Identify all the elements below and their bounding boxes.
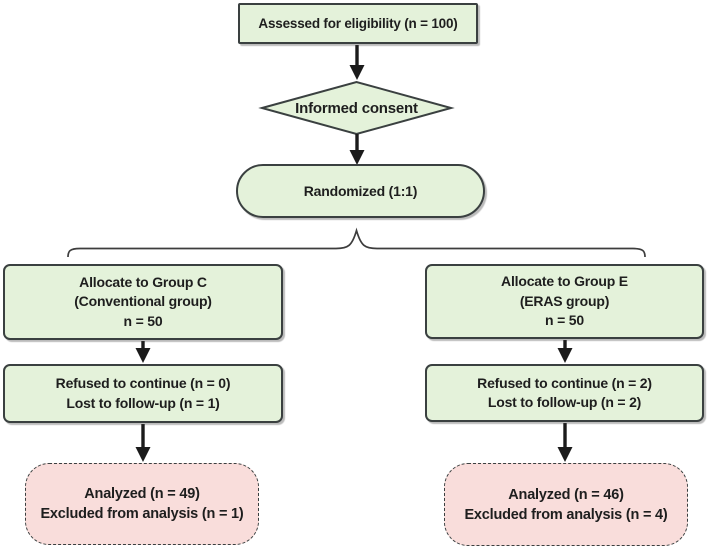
arrow-head-icon (349, 65, 365, 80)
arrow-consent-to-randomized (349, 134, 365, 165)
randomized-pill: Randomized (1:1) (236, 164, 485, 218)
analyzed-e-line2: Excluded from analysis (n = 4) (464, 506, 668, 523)
analyzed-c-line1: Analyzed (n = 49) (84, 486, 200, 502)
dropout-c-line2: Lost to follow-up (n = 1) (66, 394, 220, 411)
dropout-c-line1: Refused to continue (n = 0) (55, 375, 231, 391)
arrow-head-icon (135, 348, 151, 363)
analyzed-c-box: Analyzed (n = 49) Excluded from analysis… (25, 463, 259, 545)
arrow-eligibility-to-consent (349, 45, 365, 80)
analyzed-e-line1: Analyzed (n = 46) (508, 486, 624, 503)
consent-label: Informed consent (295, 99, 418, 117)
dropout-e-box: Refused to continue (n = 2) Lost to foll… (425, 364, 704, 422)
dropout-c-box: Refused to continue (n = 0) Lost to foll… (3, 364, 283, 423)
consent-diamond-shape (258, 80, 455, 136)
group-c-line2: (Conventional group) (74, 293, 212, 310)
dropout-e-line2: Lost to follow-up (n = 2) (487, 394, 642, 410)
eligibility-box: Assessed for eligibility (n = 100) (238, 3, 478, 44)
group-c-line3: n = 50 (123, 312, 163, 329)
group-e-line1: Allocate to Group E (501, 273, 628, 290)
group-c-line1: Allocate to Group C (79, 273, 207, 290)
analyzed-e-box: Analyzed (n = 46) Excluded from analysis… (444, 463, 688, 546)
analyzed-c-line2: Excluded from analysis (n = 1) (40, 506, 244, 522)
arrow-head-icon (349, 150, 365, 165)
randomized-label: Randomized (1:1) (303, 183, 418, 199)
split-brace (67, 227, 646, 258)
arrow-head-icon (135, 447, 151, 462)
arrow-head-icon (557, 447, 573, 462)
group-c-box: Allocate to Group C (Conventional group)… (3, 264, 283, 340)
group-e-line3: n = 50 (545, 312, 584, 329)
arrow-dropoute-to-analyzede (557, 423, 573, 462)
arrow-groupe-to-dropoute (557, 340, 573, 363)
dropout-e-line1: Refused to continue (n = 2) (477, 374, 652, 391)
arrow-groupc-to-dropoutc (135, 341, 151, 363)
group-e-line2: (ERAS group) (519, 292, 610, 309)
eligibility-label: Assessed for eligibility (n = 100) (258, 16, 458, 31)
arrow-head-icon (557, 348, 573, 363)
group-e-box: Allocate to Group E (ERAS group) n = 50 (425, 264, 704, 339)
arrow-dropoutc-to-analyzedc (135, 424, 151, 462)
consent-diamond: Informed consent (262, 82, 451, 134)
